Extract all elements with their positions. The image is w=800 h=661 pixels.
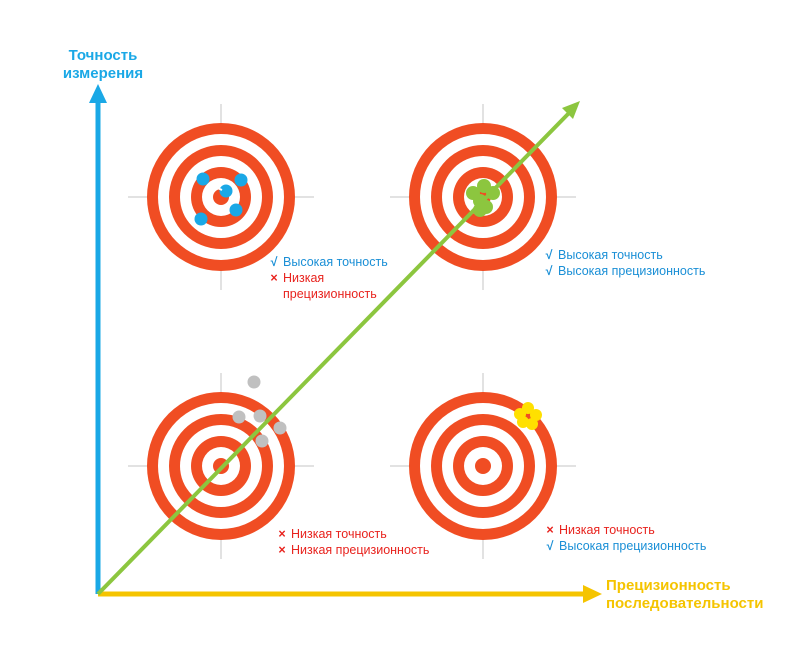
caption-top-left: √ Высокая точность × Низкая прецизионнос…	[268, 254, 403, 302]
target-bottom-right	[390, 373, 576, 559]
caption-row: √ Высокая точность	[543, 247, 705, 263]
caption-top-right: √ Высокая точность √ Высокая прецизионно…	[543, 247, 706, 279]
shot-dot	[273, 421, 287, 435]
shot-dot	[234, 173, 248, 187]
shot-dot	[253, 409, 267, 423]
check-icon: √	[270, 255, 278, 269]
caption-row: √ Высокая прецизионность	[543, 263, 706, 279]
check-icon: √	[545, 264, 553, 278]
caption-text: Высокая точность	[558, 248, 663, 262]
caption-row: × Низкая прецизионность	[268, 270, 403, 302]
shot-dot	[517, 416, 529, 428]
cross-icon: ×	[546, 523, 554, 537]
shot-dot	[194, 212, 208, 226]
caption-bottom-right: × Низкая точность √ Высокая прецизионнос…	[544, 522, 706, 554]
target-ring	[475, 458, 491, 474]
shot-dot	[473, 203, 487, 217]
caption-row: √ Высокая прецизионность	[544, 538, 707, 554]
y-axis-arrowhead	[89, 84, 107, 103]
caption-text: Низкая прецизионность	[291, 543, 430, 557]
caption-text: Низкая точность	[559, 523, 655, 537]
caption-text: Высокая прецизионность	[558, 264, 706, 278]
caption-text: Низкая точность	[291, 527, 387, 541]
dot-link	[212, 185, 223, 191]
shot-dots-layer	[194, 172, 542, 448]
shot-dot	[229, 203, 243, 217]
check-icon: √	[545, 248, 553, 262]
shot-dot	[486, 186, 500, 200]
cross-icon: ×	[278, 543, 286, 557]
shot-dot	[530, 409, 542, 421]
x-axis-label: Прецизионность последовательности	[606, 577, 764, 612]
caption-row: × Низкая точность	[276, 526, 429, 542]
caption-text: Высокая прецизионность	[559, 539, 707, 553]
caption-row: × Низкая прецизионность	[276, 542, 429, 558]
caption-bottom-left: × Низкая точность × Низкая прецизионност…	[276, 526, 429, 558]
x-axis-arrowhead	[583, 585, 602, 603]
cross-icon: ×	[278, 527, 286, 541]
cross-icon: ×	[270, 271, 278, 285]
caption-row: √ Высокая точность	[268, 254, 403, 270]
diagonal-arrowhead	[562, 101, 580, 119]
caption-text: Низкая прецизионность	[283, 271, 377, 301]
shot-dot	[526, 418, 538, 430]
shot-dot	[196, 172, 210, 186]
shot-dot	[247, 375, 261, 389]
shot-dot	[255, 434, 269, 448]
y-axis-label: Точность измерения	[62, 47, 144, 82]
caption-row: × Низкая точность	[544, 522, 706, 538]
check-icon: √	[546, 539, 554, 553]
caption-text: Высокая точность	[283, 255, 388, 269]
shot-dot	[219, 184, 233, 198]
shot-dot	[232, 410, 246, 424]
